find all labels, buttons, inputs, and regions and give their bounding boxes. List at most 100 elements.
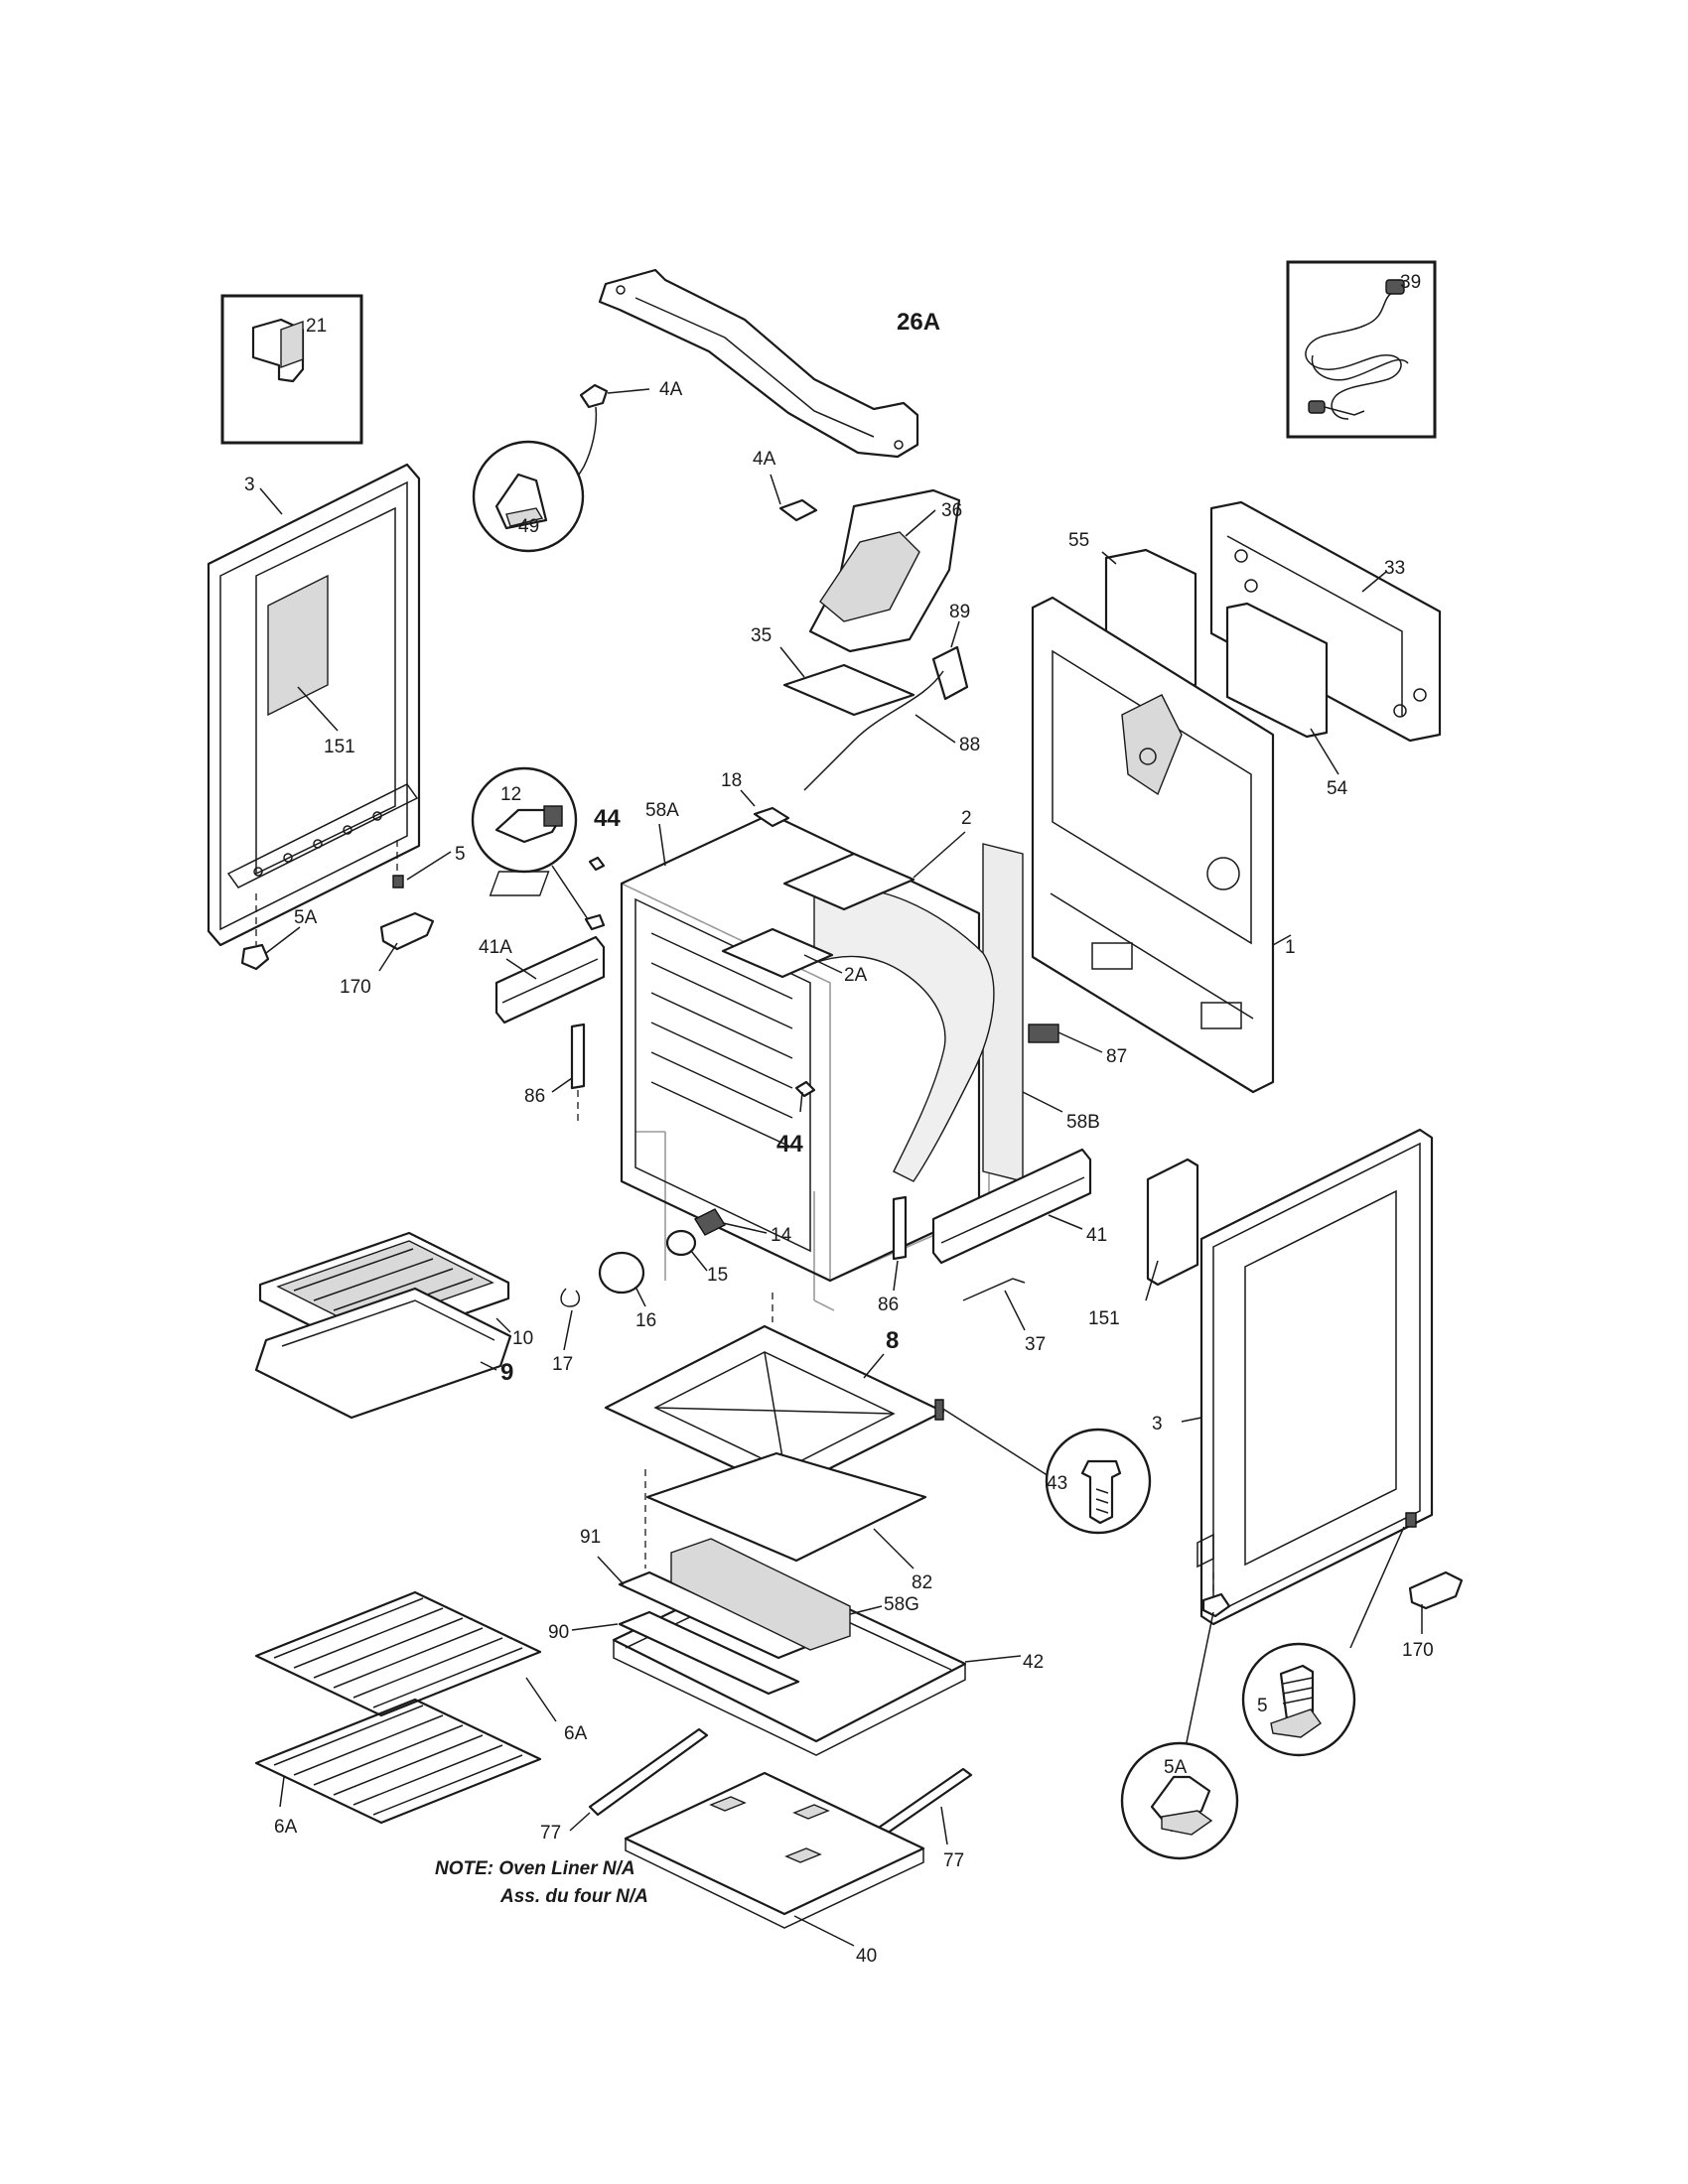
callout-55: 55 [1068,530,1089,551]
callout-15: 15 [707,1265,728,1286]
callout-33: 33 [1384,558,1405,579]
right-hinge-hardware: 170 5 5A [1120,1512,1464,1860]
callout-3-left: 3 [244,475,255,495]
part-44-mid: 44 [776,1080,816,1158]
part-37-wire: 37 [962,1278,1046,1355]
part-87-terminal: 87 [1028,1024,1127,1067]
detail-circle-43: 43 [934,1399,1152,1535]
callout-91: 91 [580,1527,601,1548]
callout-37: 37 [1025,1334,1046,1355]
callout-10: 10 [512,1328,533,1349]
callout-21: 21 [306,316,327,337]
callout-6A-right: 6A [564,1723,588,1744]
callout-58B: 58B [1066,1112,1100,1133]
part-89-88-wiring: 89 88 [803,602,980,791]
part-35-plate: 35 [751,625,915,717]
part-26A-bracket: 26A [598,268,940,459]
callout-86-left: 86 [524,1086,545,1107]
part-44-top: 44 [588,805,621,872]
part-151-right: 151 [1088,1158,1199,1329]
part-33-shield: 33 [1209,500,1442,743]
part-3-left-door: 3 151 [207,463,421,947]
part-58G-insulation: 58G [670,1538,919,1651]
callout-35: 35 [751,625,772,646]
callout-4A-top: 4A [659,379,683,400]
callout-17: 17 [552,1354,573,1375]
callout-151-left: 151 [324,737,355,757]
callout-1: 1 [1285,937,1296,958]
inset-part-21: 21 [220,294,363,445]
detail-circle-12: 12 [471,766,606,931]
callout-77-right: 77 [943,1850,964,1871]
part-40-drawer-panel: 40 [624,1771,925,1967]
callout-5-right: 5 [1257,1696,1268,1716]
callout-49: 49 [518,516,539,537]
part-3-right-door: 3 [1152,1128,1434,1626]
note-line-2: Ass. du four N/A [499,1886,648,1907]
callout-18: 18 [721,770,742,791]
callout-44-mid: 44 [776,1131,803,1158]
callout-54: 54 [1327,778,1348,799]
part-54-shield: 54 [1225,602,1348,799]
callout-89: 89 [949,602,970,622]
part-4A-sensor-top: 4A [553,379,683,503]
part-41-rail: 41 [931,1148,1107,1265]
part-9-broiler-pan: 9 [254,1287,513,1420]
callout-44-top: 44 [594,805,621,832]
callout-77-left: 77 [540,1823,561,1843]
part-82-shield: 82 [645,1451,932,1593]
part-16-cover: 16 [598,1251,656,1331]
part-86-right: 86 [878,1195,908,1315]
callout-6A-left: 6A [274,1817,298,1838]
part-15-bulb: 15 [665,1229,728,1286]
callout-9: 9 [500,1359,513,1386]
part-2-bracket: 2 [489,808,972,911]
callout-88: 88 [959,735,980,755]
part-41A-rail: 41A [479,935,606,1024]
callout-12: 12 [500,784,521,805]
callout-170-right: 170 [1402,1640,1434,1661]
callout-16: 16 [635,1310,656,1331]
part-86-left: 86 [524,1023,586,1124]
inset-part-39: 39 [1286,260,1437,439]
part-6A-rack-upper: 6A [254,1590,588,1744]
callout-170-left: 170 [340,977,371,998]
part-17-clip: 17 [552,1288,581,1375]
detail-circle-49: 49 [472,440,585,553]
part-2A-plate: 2A [721,927,868,986]
left-hinge-hardware: 5 5A 170 [240,840,466,998]
callout-42: 42 [1023,1652,1044,1673]
callout-36: 36 [941,500,962,521]
part-18-switch: 18 [721,770,790,828]
callout-41: 41 [1086,1225,1107,1246]
callout-5A-left: 5A [294,907,318,928]
callout-43: 43 [1047,1473,1067,1494]
note-line-1: NOTE: Oven Liner N/A [435,1858,635,1879]
callout-86-right: 86 [878,1295,899,1315]
callout-3-right: 3 [1152,1414,1163,1434]
callout-82: 82 [912,1572,932,1593]
callout-4A-mid: 4A [753,449,776,470]
part-36-duct: 36 [808,488,962,653]
part-77-slide-left: 77 [540,1727,709,1843]
callout-90: 90 [548,1622,569,1643]
callout-5-left: 5 [455,844,466,865]
part-1-back-panel: 1 [1031,596,1296,1094]
callout-40: 40 [856,1946,877,1967]
callout-58A: 58A [645,800,679,821]
part-90-rail: 90 [548,1610,800,1696]
callout-58G: 58G [884,1594,919,1615]
callout-14: 14 [771,1225,792,1246]
callout-8: 8 [886,1327,899,1354]
callout-39: 39 [1400,272,1421,293]
callout-41A: 41A [479,937,512,958]
part-4A-mid: 4A [753,449,818,522]
callout-26A: 26A [897,309,940,336]
callout-5A-right: 5A [1164,1757,1188,1778]
callout-2A: 2A [844,965,868,986]
callout-87: 87 [1106,1046,1127,1067]
part-14-socket: 14 [693,1208,792,1246]
part-6A-rack-lower: 6A [254,1698,542,1838]
note-block: NOTE: Oven Liner N/A Ass. du four N/A [435,1858,648,1907]
